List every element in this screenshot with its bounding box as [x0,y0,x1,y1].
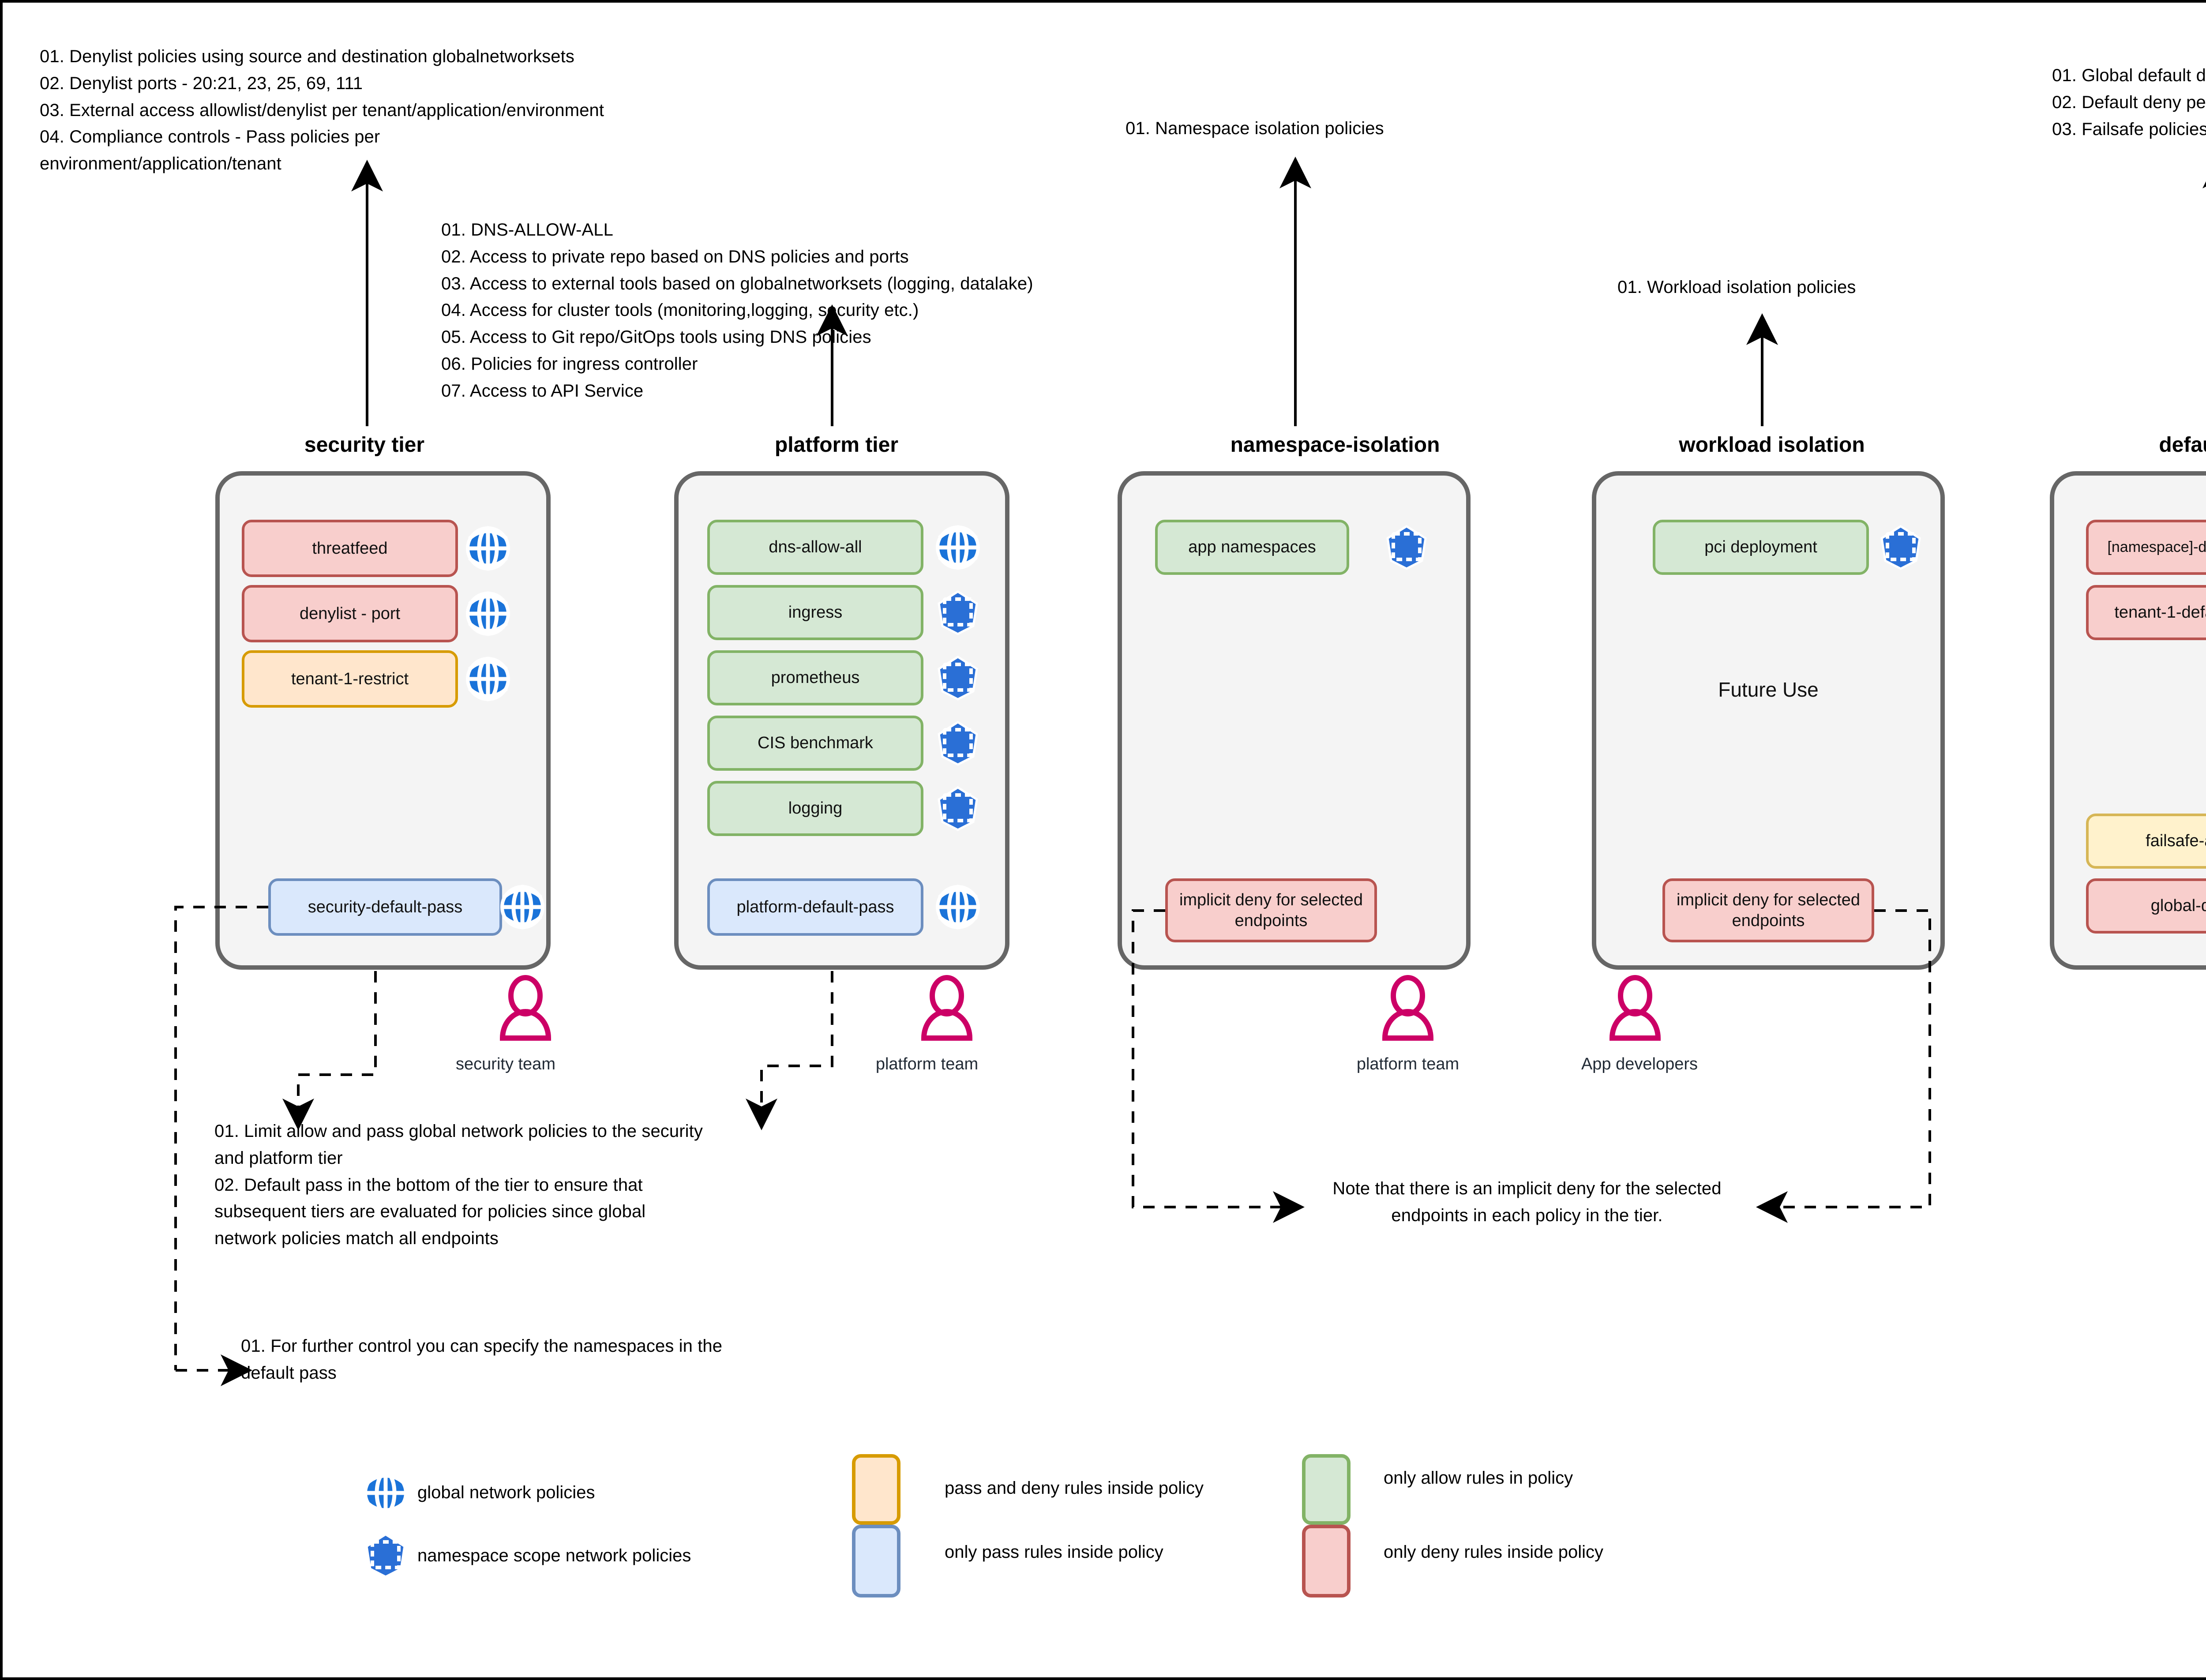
legend-swatch-passdeny [852,1454,900,1525]
tier-title-workload-isolation: workload isolation [1679,433,1865,457]
team-label-app-developers: App developers [1581,1055,1698,1073]
policy-tenant-1-default-deny[interactable]: tenant-1-default-deny [2086,585,2206,640]
tier-title-platform: platform tier [774,433,899,457]
globe-icon-legend [365,1473,406,1513]
policy-logging[interactable]: logging [707,781,923,836]
legend-label-pass: only pass rules inside policy [945,1542,1163,1562]
policy-denylist-port[interactable]: denylist - port [242,585,458,642]
policy-security-default-pass[interactable]: security-default-pass [268,878,502,936]
team-label-platform-mid: platform team [1356,1055,1459,1073]
tier-title-security: security tier [304,433,425,457]
security-tier-notes: 01. Denylist policies using source and d… [40,47,604,174]
policy-threatfeed[interactable]: threatfeed [242,520,458,577]
default-tier-notes: 01. Global default deny 02. Default deny… [2052,66,2206,139]
legend-label-allow: only allow rules in policy [1384,1468,1573,1488]
legend-swatch-deny [1302,1525,1351,1598]
policy-namespace-default-deny[interactable]: [namespace]-default-deny [2086,520,2206,575]
person-icon-platform-team-mid [1385,978,1431,1038]
legend-label-global-network-policies: global network policies [417,1483,595,1502]
policy-ingress[interactable]: ingress [707,585,923,640]
workload-isolation-note: 01. Workload isolation policies [1617,278,1856,297]
security-bottom-notes: 01. Limit allow and pass global network … [214,1121,703,1249]
person-icon-security-team-left [503,978,548,1038]
connector-security-box-to-notes [282,971,377,1130]
team-label-platform-left: platform team [875,1055,979,1073]
policy-tenant-1-restrict[interactable]: tenant-1-restrict [242,650,458,708]
policy-failsafe-allow[interactable]: failsafe-allow [2086,814,2206,869]
person-icon-platform-team-left [924,978,970,1038]
policy-app-namespaces[interactable]: app namespaces [1155,520,1349,575]
policy-cis-benchmark[interactable]: CIS benchmark [707,716,923,771]
person-icon-app-developers [1612,978,1658,1038]
implicit-deny-note: Note that there is an implicit deny for … [1332,1179,1722,1225]
platform-tier-notes: 01. DNS-ALLOW-ALL 02. Access to private … [441,220,1033,401]
tier-title-default: default tier [2159,433,2206,457]
policy-dns-allow-all[interactable]: dns-allow-all [707,520,923,575]
connector-platform-box-to-notes [746,971,833,1130]
legend-swatch-allow [1302,1454,1351,1525]
workload-future-use-label: Future Use [1718,678,1819,701]
namespace-scope-icon-legend [367,1534,405,1577]
legend-label-passdeny: pass and deny rules inside policy [945,1478,1204,1498]
policy-global-deny[interactable]: global-deny [2086,878,2206,934]
legend-label-deny: only deny rules inside policy [1384,1542,1604,1562]
policy-platform-default-pass[interactable]: platform-default-pass [707,878,923,936]
legend-swatch-pass [852,1525,900,1598]
namespace-isolation-note: 01. Namespace isolation policies [1126,119,1384,138]
policy-implicit-deny-namespace[interactable]: implicit deny for selected endpoints [1165,878,1377,942]
further-control-note: 01. For further control you can specify … [241,1336,723,1383]
team-label-security-left: security team [456,1055,555,1073]
legend-label-namespace-scope-policies: namespace scope network policies [417,1546,691,1565]
tier-title-namespace-isolation: namespace-isolation [1230,433,1440,457]
policy-prometheus[interactable]: prometheus [707,650,923,705]
policy-implicit-deny-workload[interactable]: implicit deny for selected endpoints [1662,878,1874,942]
policy-pci-deployment[interactable]: pci deployment [1653,520,1869,575]
